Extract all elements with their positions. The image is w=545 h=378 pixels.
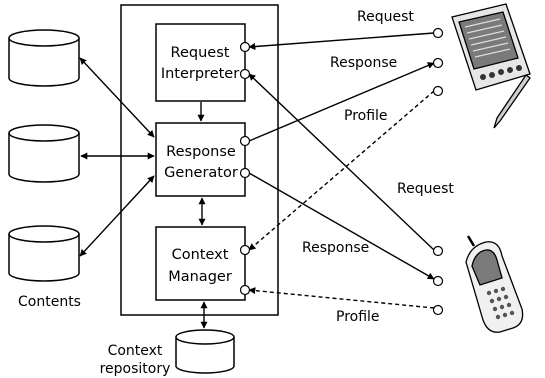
phone-profile-arrow bbox=[248, 287, 435, 309]
contents-links bbox=[79, 57, 155, 257]
contents-database-icon bbox=[8, 124, 80, 183]
internal-links bbox=[197, 102, 208, 329]
port bbox=[432, 275, 444, 287]
port bbox=[239, 68, 251, 80]
port bbox=[239, 244, 251, 256]
port bbox=[432, 245, 444, 257]
port bbox=[239, 135, 251, 147]
phone-profile-label: Profile bbox=[336, 309, 380, 325]
response-generator-label-1: Response bbox=[166, 144, 236, 160]
port bbox=[432, 27, 444, 39]
request-interpreter-module: Request Interpreter bbox=[155, 23, 246, 102]
contents-database-icon bbox=[8, 29, 80, 87]
pda-response-label: Response bbox=[330, 55, 397, 71]
contents-database-icon bbox=[8, 225, 80, 282]
contents-link-arrow bbox=[79, 57, 155, 138]
pda-links bbox=[248, 32, 435, 251]
pda-profile-arrow bbox=[248, 90, 435, 251]
port bbox=[239, 41, 251, 53]
port bbox=[432, 57, 444, 69]
context-manager-label-2: Manager bbox=[168, 269, 232, 285]
response-generator-module: Response Generator bbox=[155, 122, 246, 197]
module-ports bbox=[239, 41, 251, 296]
request-interpreter-label-2: Interpreter bbox=[161, 66, 239, 82]
server-frame bbox=[120, 4, 279, 316]
pda-response-arrow bbox=[248, 62, 435, 142]
port bbox=[432, 85, 444, 97]
pda-request-arrow bbox=[248, 32, 435, 51]
device-ports bbox=[432, 27, 444, 316]
context-manager-label-1: Context bbox=[172, 247, 229, 263]
contents-label: Contents bbox=[18, 294, 81, 310]
pda-request-label: Request bbox=[357, 9, 414, 25]
phone-request-arrow bbox=[248, 73, 435, 251]
request-interpreter-label-1: Request bbox=[171, 45, 230, 61]
phone-response-label: Response bbox=[302, 240, 369, 256]
port bbox=[239, 284, 251, 296]
port bbox=[432, 304, 444, 316]
context-repository-label-2: repository bbox=[100, 361, 171, 377]
mobile-phone-icon bbox=[465, 235, 524, 333]
context-repository-database-icon bbox=[175, 329, 235, 374]
contents-link-arrow bbox=[79, 175, 155, 257]
response-generator-label-2: Generator bbox=[164, 165, 238, 181]
phone-request-label: Request bbox=[397, 181, 454, 197]
phone-response-arrow bbox=[248, 172, 435, 280]
pda-profile-label: Profile bbox=[344, 108, 388, 124]
port bbox=[239, 167, 251, 179]
pda-device-icon bbox=[451, 3, 531, 129]
context-repository-label-1: Context bbox=[108, 343, 163, 359]
phone-links bbox=[248, 73, 435, 309]
context-manager-module: Context Manager bbox=[155, 226, 246, 301]
